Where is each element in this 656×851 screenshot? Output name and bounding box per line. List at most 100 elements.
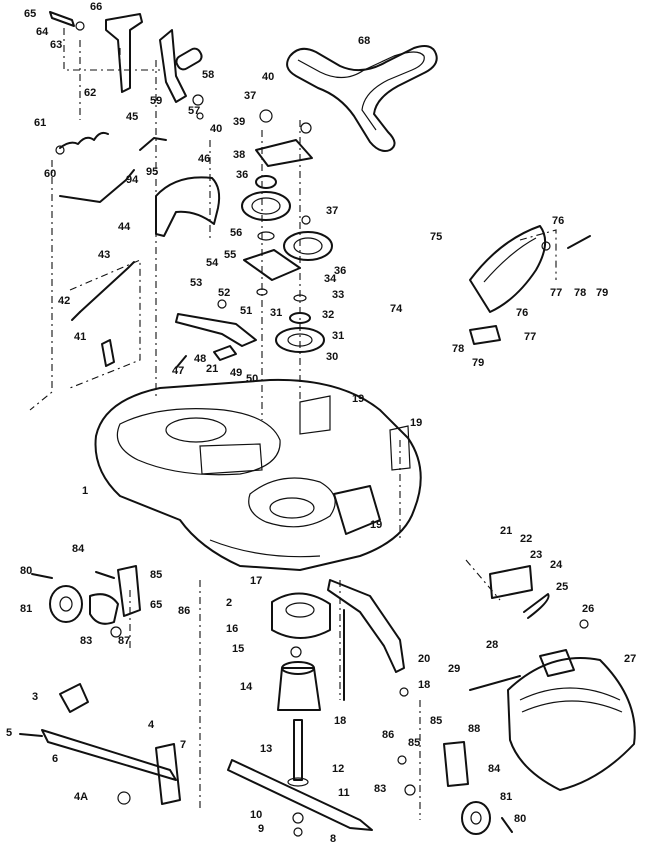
callout-label: 7 <box>180 739 186 751</box>
callout-label: 21 <box>500 525 512 537</box>
bracket-spring <box>489 565 589 629</box>
callout-label: 80 <box>514 813 526 825</box>
callout-label: 52 <box>218 287 230 299</box>
mower-blade <box>227 759 373 837</box>
callout-label: 83 <box>80 635 92 647</box>
callout-label: 15 <box>232 643 244 655</box>
callout-label: 19 <box>370 519 382 531</box>
callout-label: 8 <box>330 833 336 845</box>
support-arm <box>327 579 409 701</box>
callout-label: 64 <box>36 26 49 38</box>
callout-label: 81 <box>500 791 512 803</box>
callout-label: 42 <box>58 295 70 307</box>
idler-arm <box>175 299 257 369</box>
callout-label: 28 <box>486 639 498 651</box>
callout-label: 27 <box>624 653 636 665</box>
callout-label: 84 <box>72 543 85 555</box>
callout-label: 65 <box>24 8 36 20</box>
callout-label: 38 <box>233 149 245 161</box>
callout-label: 79 <box>596 287 608 299</box>
gauge-wheel-right <box>397 741 513 835</box>
callout-label: 26 <box>582 603 594 615</box>
callout-label: 20 <box>418 653 430 665</box>
callout-label: 22 <box>520 533 532 545</box>
callout-label: 39 <box>233 116 245 128</box>
callout-label: 21 <box>206 363 218 375</box>
callout-label: 29 <box>448 663 460 675</box>
callout-label: 23 <box>530 549 542 561</box>
callout-label: 36 <box>236 169 248 181</box>
callout-label: 74 <box>390 303 403 315</box>
callout-label: 43 <box>98 249 110 261</box>
callout-label: 37 <box>326 205 338 217</box>
reference-lines <box>29 28 557 820</box>
callout-label: 45 <box>126 111 138 123</box>
idler-pulleys <box>241 109 333 296</box>
callout-label: 77 <box>524 331 536 343</box>
callout-label: 2 <box>226 597 232 609</box>
callout-label: 18 <box>334 715 346 727</box>
spring <box>55 131 109 155</box>
blade-spindle <box>271 592 331 787</box>
discharge-chute <box>469 225 591 345</box>
callout-label: 16 <box>226 623 238 635</box>
callout-label: 78 <box>452 343 464 355</box>
callout-label: 30 <box>326 351 338 363</box>
callout-label: 85 <box>408 737 420 749</box>
callout-label: 76 <box>552 215 564 227</box>
callout-label: 57 <box>188 105 200 117</box>
callout-label: 66 <box>90 1 102 13</box>
callout-label: 65 <box>150 599 162 611</box>
callout-label: 17 <box>250 575 262 587</box>
callout-label: 4 <box>148 719 155 731</box>
callout-label: 84 <box>488 763 501 775</box>
callout-label: 61 <box>34 117 46 129</box>
callout-label: 5 <box>6 727 12 739</box>
callout-label: 33 <box>332 289 344 301</box>
callout-label: 86 <box>178 605 190 617</box>
callout-label: 80 <box>20 565 32 577</box>
callout-label: 3 <box>32 691 38 703</box>
callout-label: 25 <box>556 581 568 593</box>
callout-label: 51 <box>240 305 252 317</box>
callout-label: 19 <box>352 393 364 405</box>
callout-label: 58 <box>202 69 214 81</box>
callout-label: 55 <box>224 249 236 261</box>
callout-label: 62 <box>84 87 96 99</box>
callout-label: 31 <box>332 330 344 342</box>
callout-label: 54 <box>206 257 219 269</box>
lift-link <box>71 261 135 367</box>
drive-pulley <box>275 294 325 353</box>
callout-label: 83 <box>374 783 386 795</box>
callout-label: 49 <box>230 367 242 379</box>
deck-housing <box>94 378 422 571</box>
callout-label: 40 <box>210 123 222 135</box>
callout-label: 78 <box>574 287 586 299</box>
callout-label: 63 <box>50 39 62 51</box>
callout-label: 56 <box>230 227 242 239</box>
callout-label: 60 <box>44 168 56 180</box>
belt-cover <box>469 649 636 791</box>
callout-label: 86 <box>382 729 394 741</box>
callout-label: 18 <box>418 679 430 691</box>
callout-label: 34 <box>324 273 337 285</box>
callout-label: 68 <box>358 35 370 47</box>
callout-label: 47 <box>172 365 184 377</box>
callout-label: 32 <box>322 309 334 321</box>
callout-label: 37 <box>244 90 256 102</box>
callout-label: 59 <box>150 95 162 107</box>
callout-label: 9 <box>258 823 264 835</box>
callout-label: 40 <box>262 71 274 83</box>
callout-label: 94 <box>126 174 139 186</box>
deck-belt <box>286 45 438 152</box>
anti-scalp-bar <box>19 683 181 805</box>
callout-label: 48 <box>194 353 206 365</box>
callout-label: 4A <box>74 791 88 803</box>
callout-label: 19 <box>410 417 422 429</box>
callout-label: 81 <box>20 603 32 615</box>
callout-label: 24 <box>550 559 563 571</box>
callout-label: 50 <box>246 373 258 385</box>
callout-label: 75 <box>430 231 442 243</box>
callout-label: 95 <box>146 166 158 178</box>
